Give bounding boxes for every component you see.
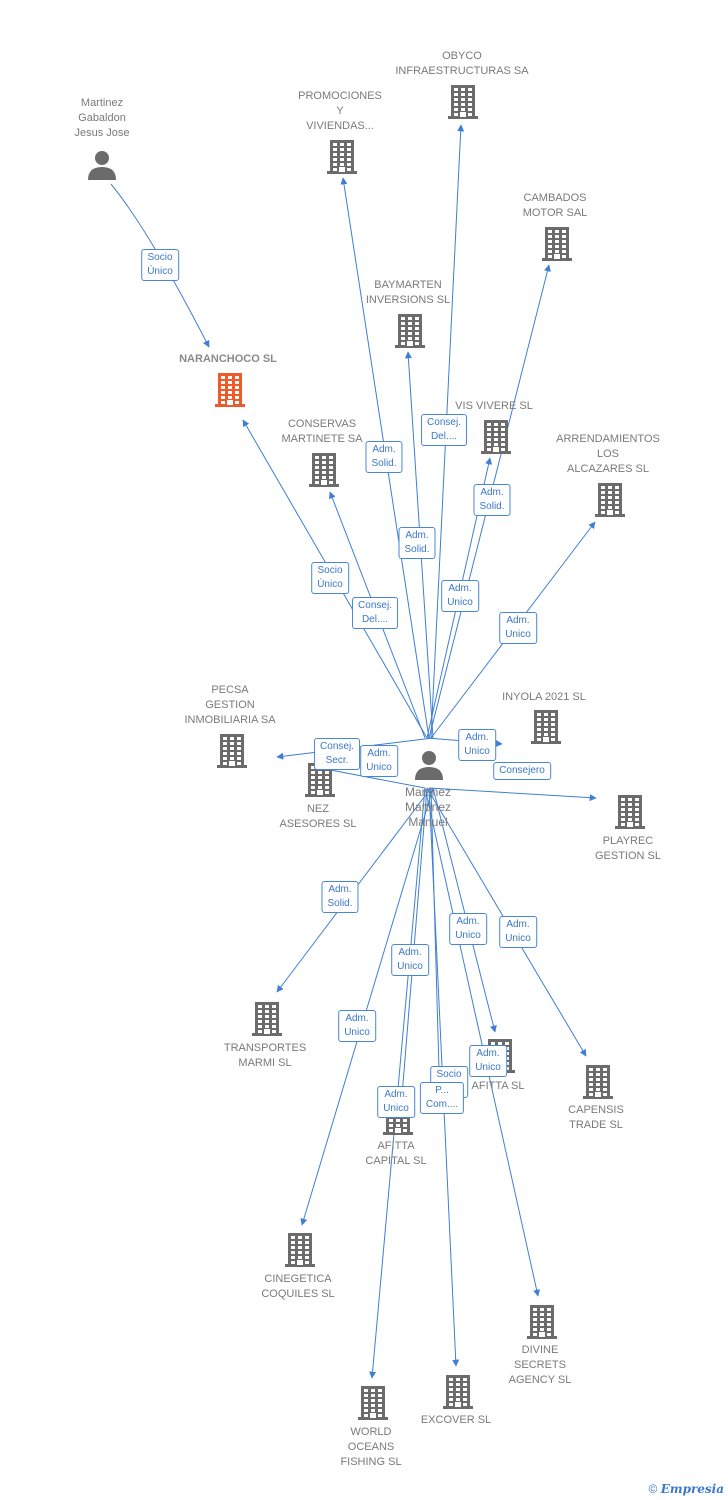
node-label-excover[interactable]: EXCOVER SL <box>420 1414 492 1426</box>
node-label-capensis[interactable]: CAPENSIS TRADE SL <box>568 1104 624 1131</box>
relation-badge-divine[interactable]: Adm. Unico <box>469 1045 507 1077</box>
node-label-cinegetica[interactable]: CINEGETICA COQUILES SL <box>261 1273 335 1300</box>
building-icon[interactable] <box>542 227 572 261</box>
node-label-martinez-gabaldon[interactable]: Martinez Gabaldon Jesus Jose <box>74 97 130 139</box>
copyright-footer[interactable]: © Empresia <box>649 1482 724 1496</box>
node-label-cambados[interactable]: CAMBADOS MOTOR SAL <box>522 192 588 219</box>
node-label-promociones[interactable]: PROMOCIONES Y VIVIENDAS... <box>298 90 382 132</box>
relation-badge-nez[interactable]: Adm. Unico <box>360 745 398 777</box>
relation-badge-gabaldon-naranchoco[interactable]: Socio Único <box>141 249 179 281</box>
center-person-label[interactable]: Martinez Martinez Manuel <box>404 785 452 829</box>
node-label-conservas[interactable]: CONSERVAS MARTINETE SA <box>281 418 363 445</box>
node-label-arrendamientos[interactable]: ARRENDAMIENTOS LOS ALCAZARES SL <box>556 433 660 475</box>
relation-edge-world-oceans <box>369 787 426 1379</box>
relation-badge-conservas[interactable]: Consej. Del.... <box>352 597 398 629</box>
building-icon[interactable] <box>395 314 425 348</box>
building-icon[interactable] <box>309 453 339 487</box>
relation-edge-divine <box>424 787 541 1297</box>
building-icon[interactable] <box>595 483 625 517</box>
node-label-world-oceans[interactable]: WORLD OCEANS FISHING SL <box>340 1426 402 1468</box>
building-icon[interactable] <box>615 795 645 829</box>
relation-badge-inyola[interactable]: Adm. Unico <box>458 729 496 761</box>
person-icon-center[interactable] <box>415 751 443 780</box>
person-icon[interactable] <box>88 151 116 180</box>
relation-edge-playrec <box>428 787 597 802</box>
relation-badge-excover-2[interactable]: P... Com.... <box>419 1082 465 1114</box>
relation-badge-naranchoco[interactable]: Socio Único <box>311 562 349 594</box>
node-label-baymarten[interactable]: BAYMARTEN INVERSIONS SL <box>365 279 451 306</box>
node-label-divine[interactable]: DIVINE SECRETS AGENCY SL <box>508 1344 572 1386</box>
building-icon[interactable] <box>527 1305 557 1339</box>
relation-badge-transportes[interactable]: Adm. Solid. <box>321 881 359 913</box>
relation-badge-pecsa[interactable]: Consej. Secr. <box>314 738 360 770</box>
relation-badge-capensis[interactable]: Adm. Unico <box>499 916 537 948</box>
building-icon[interactable] <box>358 1386 388 1420</box>
building-icon-focus[interactable] <box>215 373 245 407</box>
node-label-nez-asesores[interactable]: NEZ ASESORES SL <box>279 803 357 830</box>
node-label-naranchoco[interactable]: NARANCHOCO SL <box>179 353 277 365</box>
relation-badge-afitta-capital[interactable]: Adm. Unico <box>377 1086 415 1118</box>
relation-badge-arrendamientos[interactable]: Adm. Unico <box>499 612 537 644</box>
building-icon[interactable] <box>217 734 247 768</box>
node-label-afitta-capital[interactable]: AFITTA CAPITAL SL <box>365 1140 427 1167</box>
node-label-vis-vivere[interactable]: VIS VIVERE SL <box>455 400 533 412</box>
node-label-inyola[interactable]: INYOLA 2021 SL <box>502 691 586 703</box>
node-label-transportes[interactable]: TRANSPORTES MARMI SL <box>223 1042 307 1069</box>
node-label-pecsa[interactable]: PECSA GESTION INMOBILIARIA SA <box>184 684 276 726</box>
building-icon[interactable] <box>583 1065 613 1099</box>
building-icon[interactable] <box>443 1375 473 1409</box>
relation-badge-obyco[interactable]: Consej. Del.... <box>421 414 467 446</box>
relation-badge-afitta[interactable]: Adm. Unico <box>449 913 487 945</box>
relation-edge-naranchoco <box>110 183 210 348</box>
relation-badge-cinegetica[interactable]: Adm. Unico <box>338 1010 376 1042</box>
copyright-symbol: © <box>648 1482 658 1496</box>
relation-badge-vis-vivere[interactable]: Adm. Unico <box>441 580 479 612</box>
relation-badge-promociones[interactable]: Adm. Solid. <box>365 441 403 473</box>
building-icon[interactable] <box>481 420 511 454</box>
brand-logo: Empresia <box>660 1482 724 1496</box>
building-icon[interactable] <box>448 85 478 119</box>
relation-edge-nez-asesores <box>319 767 426 789</box>
node-label-afitta[interactable]: AFITTA SL <box>471 1080 525 1092</box>
relation-badge-cambados[interactable]: Adm. Solid. <box>473 484 511 516</box>
building-icon[interactable] <box>531 710 561 744</box>
node-label-obyco[interactable]: OBYCO INFRAESTRUCTURAS SA <box>395 50 529 77</box>
building-icon[interactable] <box>252 1002 282 1036</box>
relation-badge-world[interactable]: Adm. Unico <box>391 944 429 976</box>
building-icon[interactable] <box>285 1233 315 1267</box>
relation-edge-afitta <box>432 787 497 1033</box>
relation-badge-playrec[interactable]: Consejero <box>493 762 551 780</box>
building-icon[interactable] <box>327 140 357 174</box>
relation-edge-excover <box>430 787 441 1106</box>
relation-edge-afitta-capital <box>399 787 428 1097</box>
node-label-playrec[interactable]: PLAYREC GESTION SL <box>594 835 662 862</box>
relation-badge-baymarten[interactable]: Adm. Solid. <box>398 527 436 559</box>
relation-edge-cinegetica <box>300 787 434 1226</box>
